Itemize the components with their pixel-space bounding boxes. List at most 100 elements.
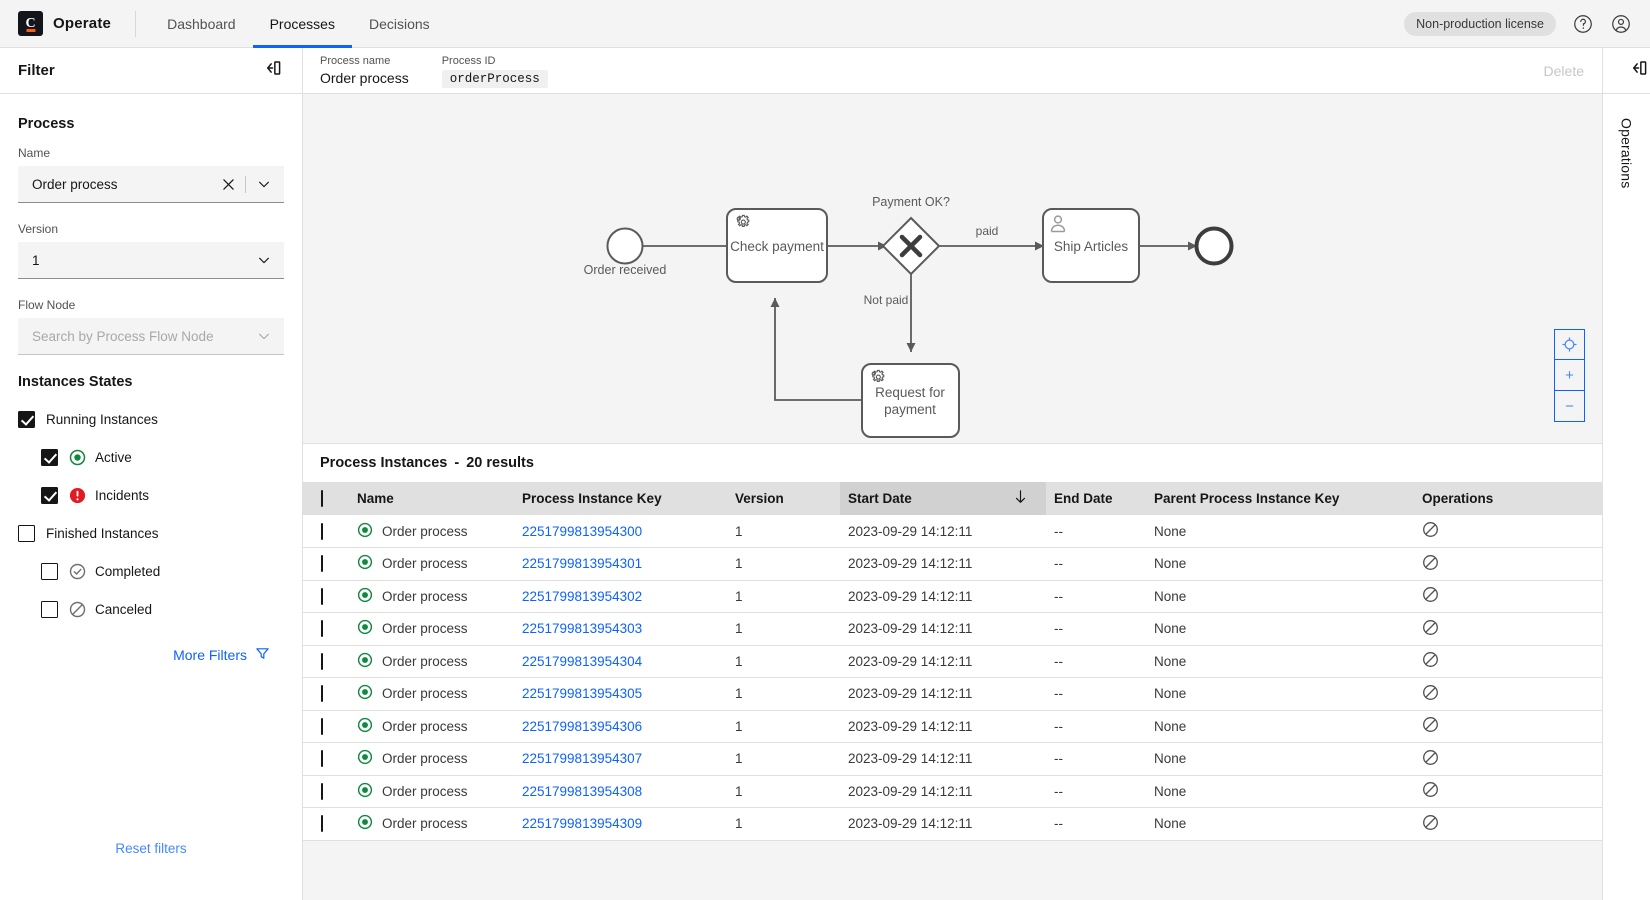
help-circle-icon[interactable] [1572,13,1594,35]
cell-name: Order process [349,548,514,581]
chevron-down-icon[interactable] [252,248,276,272]
process-version-select[interactable]: 1 [18,242,284,279]
table-row[interactable]: Order process225179981395430212023-09-29… [303,580,1602,613]
process-instance-key-link[interactable]: 2251799813954303 [522,621,642,636]
row-checkbox[interactable] [321,750,323,767]
row-checkbox[interactable] [321,815,323,832]
process-instances-table: Name Process Instance Key Version Start … [303,482,1602,841]
close-icon[interactable] [217,173,239,195]
incident-status-icon [69,487,86,504]
more-filters-button[interactable]: More Filters [18,646,284,664]
cancel-operation-icon[interactable] [1422,586,1594,606]
instances-title-separator: - [454,455,459,471]
delete-button[interactable]: Delete [1544,63,1584,79]
row-checkbox[interactable] [321,653,323,670]
cancel-operation-icon[interactable] [1422,521,1594,541]
row-checkbox[interactable] [321,588,323,605]
cell-version: 1 [727,775,840,808]
main-content: Process name Order process Process ID or… [303,48,1602,900]
process-name-block: Process name Order process [320,54,409,88]
process-instance-key-link[interactable]: 2251799813954309 [522,816,642,831]
zoom-in-button[interactable]: + [1554,360,1585,391]
tab-decisions[interactable]: Decisions [352,0,447,48]
row-checkbox[interactable] [321,783,323,800]
checkbox-incidents[interactable] [41,487,58,504]
cancel-operation-icon[interactable] [1422,814,1594,834]
table-row[interactable]: Order process225179981395430712023-09-29… [303,743,1602,776]
checkbox-row-incidents[interactable]: Incidents [18,480,284,510]
table-row[interactable]: Order process225179981395430512023-09-29… [303,678,1602,711]
operations-panel-label[interactable]: Operations [1619,118,1635,188]
checkbox-active[interactable] [41,449,58,466]
cell-name: Order process [349,613,514,646]
reset-filters-button[interactable]: Reset filters [0,841,302,856]
column-header-start-date[interactable]: Start Date [840,482,1046,515]
row-checkbox[interactable] [321,718,323,735]
checkbox-completed[interactable] [41,563,58,580]
checkbox-row-completed[interactable]: Completed [18,556,284,586]
checkbox-finished-instances[interactable] [18,525,35,542]
user-avatar-icon[interactable] [1610,13,1632,35]
process-instance-key-link[interactable]: 2251799813954306 [522,719,642,734]
panel-collapse-icon[interactable] [262,57,284,84]
instance-name: Order process [382,654,468,669]
row-select-cell [303,710,349,743]
cell-start-date: 2023-09-29 14:12:11 [840,710,1046,743]
process-instance-key-link[interactable]: 2251799813954300 [522,524,642,539]
cancel-operation-icon[interactable] [1422,716,1594,736]
row-checkbox[interactable] [321,685,323,702]
tab-dashboard[interactable]: Dashboard [150,0,253,48]
process-instance-key-link[interactable]: 2251799813954305 [522,686,642,701]
process-instance-key-link[interactable]: 2251799813954302 [522,589,642,604]
process-instance-key-link[interactable]: 2251799813954308 [522,784,642,799]
cell-process-instance-key: 2251799813954302 [514,580,727,613]
table-row[interactable]: Order process225179981395430612023-09-29… [303,710,1602,743]
cancel-operation-icon[interactable] [1422,749,1594,769]
table-row[interactable]: Order process225179981395430412023-09-29… [303,645,1602,678]
column-header-end-date[interactable]: End Date [1046,482,1146,515]
column-header-process-instance-key[interactable]: Process Instance Key [514,482,727,515]
cancel-operation-icon[interactable] [1422,619,1594,639]
checkbox-running-instances[interactable] [18,411,35,428]
table-row[interactable]: Order process225179981395430112023-09-29… [303,548,1602,581]
active-status-icon [357,587,373,606]
row-checkbox[interactable] [321,555,323,572]
chevron-down-icon[interactable] [252,324,276,348]
checkbox-canceled[interactable] [41,601,58,618]
table-row[interactable]: Order process225179981395430812023-09-29… [303,775,1602,808]
row-checkbox[interactable] [321,620,323,637]
checkbox-row-finished-instances[interactable]: Finished Instances [18,518,284,548]
cell-version: 1 [727,678,840,711]
panel-collapse-icon[interactable] [1628,57,1650,84]
reset-zoom-button[interactable] [1554,329,1585,360]
checkbox-row-active[interactable]: Active [18,442,284,472]
flownode-combobox[interactable]: Search by Process Flow Node [18,318,284,355]
instance-name: Order process [382,751,468,766]
brand-logo[interactable]: C Operate [0,11,111,36]
cancel-operation-icon[interactable] [1422,781,1594,801]
column-header-version[interactable]: Version [727,482,840,515]
chevron-down-icon[interactable] [252,172,276,196]
cancel-operation-icon[interactable] [1422,554,1594,574]
cancel-operation-icon[interactable] [1422,651,1594,671]
bpmn-label-request-for-payment-1: Request for [875,385,945,400]
select-all-checkbox[interactable] [321,490,323,507]
cancel-operation-icon[interactable] [1422,684,1594,704]
table-row[interactable]: Order process225179981395430312023-09-29… [303,613,1602,646]
cell-process-instance-key: 2251799813954303 [514,613,727,646]
table-row[interactable]: Order process225179981395430912023-09-29… [303,808,1602,841]
table-row[interactable]: Order process225179981395430012023-09-29… [303,515,1602,548]
header-right-group: Non-production license [1404,12,1650,36]
bpmn-diagram[interactable]: Order received Check payment Payment OK?… [303,94,1602,444]
tab-processes[interactable]: Processes [253,0,352,48]
checkbox-row-canceled[interactable]: Canceled [18,594,284,624]
zoom-out-button[interactable]: − [1554,391,1585,422]
process-instance-key-link[interactable]: 2251799813954301 [522,556,642,571]
column-header-name[interactable]: Name [349,482,514,515]
row-checkbox[interactable] [321,523,323,540]
process-name-combobox[interactable]: Order process [18,166,284,203]
column-header-parent-process-instance-key[interactable]: Parent Process Instance Key [1146,482,1414,515]
process-instance-key-link[interactable]: 2251799813954307 [522,751,642,766]
process-instance-key-link[interactable]: 2251799813954304 [522,654,642,669]
checkbox-row-running-instances[interactable]: Running Instances [18,404,284,434]
